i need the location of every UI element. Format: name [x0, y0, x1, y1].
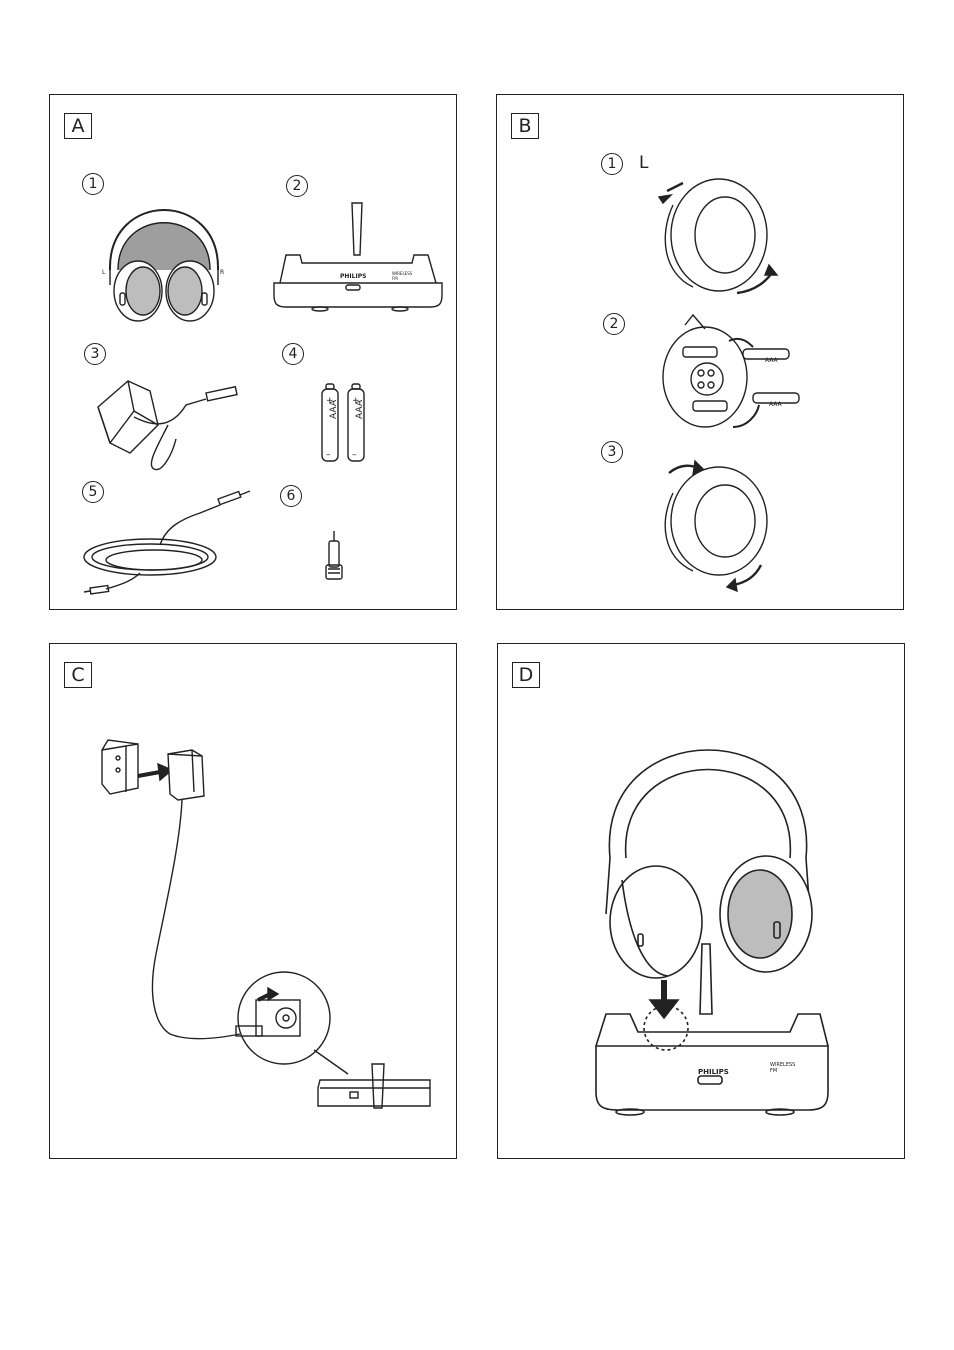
battery-2-label: AAA: [769, 401, 782, 408]
power-adapter: [167, 749, 205, 801]
headphones-illustration: [108, 209, 220, 322]
charging-base: [595, 1013, 829, 1116]
plug-in-arrow: [137, 770, 161, 778]
base-station-illustration: [273, 202, 443, 312]
item-number-3: 3: [84, 343, 106, 365]
step-1-earcup: [657, 178, 779, 295]
left-earcup: [609, 865, 703, 979]
item-number-1: 1: [82, 173, 104, 195]
base-badge-line1: WIRELESS: [770, 1062, 796, 1068]
panel-c-power-connection: C: [49, 643, 457, 1159]
battery-1-label: AAA: [765, 357, 778, 364]
base-badge-line1: WIRELESS: [392, 271, 413, 276]
battery-1-minus: –: [326, 450, 331, 460]
item-number-4: 4: [282, 343, 304, 365]
base-brand-label: PHILIPS: [340, 273, 367, 280]
battery-2-plus: +: [352, 396, 360, 406]
batteries-illustration: [321, 383, 365, 462]
jack-adapter-illustration: [325, 531, 343, 580]
base-badge: WIRELESS FM: [392, 271, 412, 281]
panel-letter: C: [64, 662, 92, 688]
base-badge-line2: FM: [770, 1068, 778, 1074]
panel-b-battery-install: B 1 L 2 3: [496, 94, 904, 610]
step-3-earcup: [664, 459, 768, 593]
step-number-1: 1: [601, 153, 623, 175]
wall-outlet: [101, 739, 139, 795]
right-earcup: [719, 855, 813, 973]
battery-2-minus: –: [352, 450, 357, 460]
headphones-right-mark: R: [220, 269, 225, 276]
item-number-2: 2: [286, 175, 308, 197]
panel-c-illustrations: [101, 739, 431, 1109]
headphones-left-mark: L: [102, 269, 106, 276]
panel-a-illustrations: [83, 202, 443, 595]
audio-cable-illustration: [83, 490, 251, 595]
panel-letter: B: [511, 113, 539, 139]
panel-d-charging: D: [497, 643, 905, 1159]
step-1-side-label: L: [639, 153, 649, 173]
power-adapter-illustration: [97, 380, 238, 471]
dc-socket: [255, 999, 301, 1037]
panel-a-package-contents: A 1 2 3 4 5 6: [49, 94, 457, 610]
panel-letter: A: [64, 113, 92, 139]
item-number-6: 6: [280, 485, 302, 507]
headband: [605, 749, 811, 915]
item-number-5: 5: [82, 481, 104, 503]
panel-letter: D: [512, 662, 540, 688]
base-badge-line2: FM: [392, 276, 398, 281]
battery-1-plus: +: [326, 396, 334, 406]
step-number-3: 3: [601, 441, 623, 463]
channel-switch: [697, 1075, 723, 1085]
panel-b-illustrations: [657, 178, 800, 593]
dc-plug: [235, 1025, 263, 1037]
stand-post: [699, 943, 713, 1015]
zoom-callout: [237, 971, 331, 1065]
base-badge: WIRELESS FM: [770, 1062, 795, 1074]
step-2-battery-compartment: [662, 313, 800, 428]
power-cord: [151, 799, 241, 1040]
base-brand-label: PHILIPS: [698, 1068, 729, 1076]
panel-d-illustrations: [595, 749, 829, 1116]
base-station: [317, 1063, 431, 1109]
step-number-2: 2: [603, 313, 625, 335]
